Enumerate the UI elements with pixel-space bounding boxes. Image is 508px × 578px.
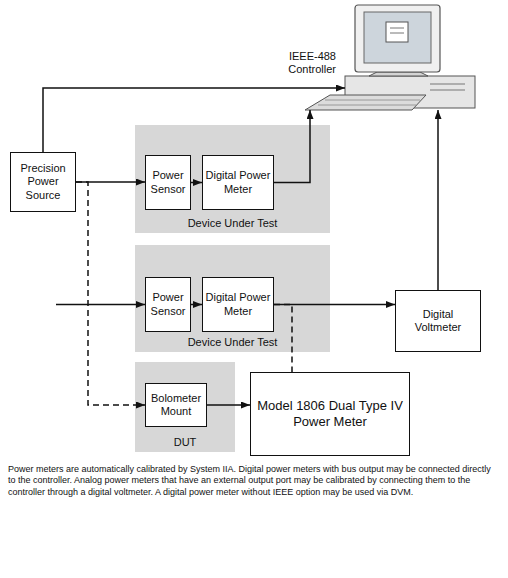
band-heading: Device Under Test [135, 336, 330, 349]
box-label: Bolometer Mount [148, 392, 204, 418]
power-meter-box: Model 1806 Dual Type IV Power Meter [250, 372, 410, 456]
figure-caption: Power meters are automatically calibrate… [8, 464, 500, 498]
meter-box: Digital Power Meter [202, 277, 274, 332]
box-label: Power Sensor [148, 169, 188, 195]
dut-band: Device Under Test Power Sensor Digital Pow… [135, 245, 330, 352]
dut-band: Device Under Test Power Sensor Digital Pow… [135, 125, 330, 233]
dashed-connector [76, 182, 145, 405]
signal-arrow [437, 110, 439, 290]
controller-label: IEEE-488 Controller [258, 50, 336, 76]
signal-arrow [191, 304, 202, 306]
box-label: Digital Power Meter [205, 291, 271, 317]
sensor-box: Power Sensor [145, 277, 191, 332]
signal-arrow [274, 304, 395, 306]
source-box: Precision Power Source [10, 152, 76, 212]
voltmeter-box: Digital Voltmeter [395, 290, 481, 352]
signal-arrow [43, 88, 345, 152]
input-stub-arrow [56, 304, 145, 306]
box-label: Precision Power Source [13, 162, 73, 202]
band-ground [135, 245, 330, 352]
dut-band: DUT Bolometer Mount [135, 362, 235, 452]
bolometer-box: Bolometer Mount [145, 383, 207, 427]
band-ground [135, 362, 235, 452]
box-label: Digital Power Meter [205, 169, 271, 195]
band-heading: Device Under Test [135, 217, 330, 230]
signal-arrow [274, 110, 310, 183]
signal-arrow [191, 182, 202, 184]
controller-computer: IEEE-488 Controller [300, 2, 478, 110]
box-label: Power Sensor [148, 291, 188, 317]
box-label: Digital Voltmeter [398, 308, 478, 334]
meter-box: Digital Power Meter [202, 155, 274, 210]
box-label: Model 1806 Dual Type IV Power Meter [253, 398, 407, 429]
band-ground [135, 125, 330, 233]
signal-arrow [207, 404, 250, 406]
sensor-box: Power Sensor [145, 155, 191, 210]
band-heading: DUT [135, 436, 235, 449]
